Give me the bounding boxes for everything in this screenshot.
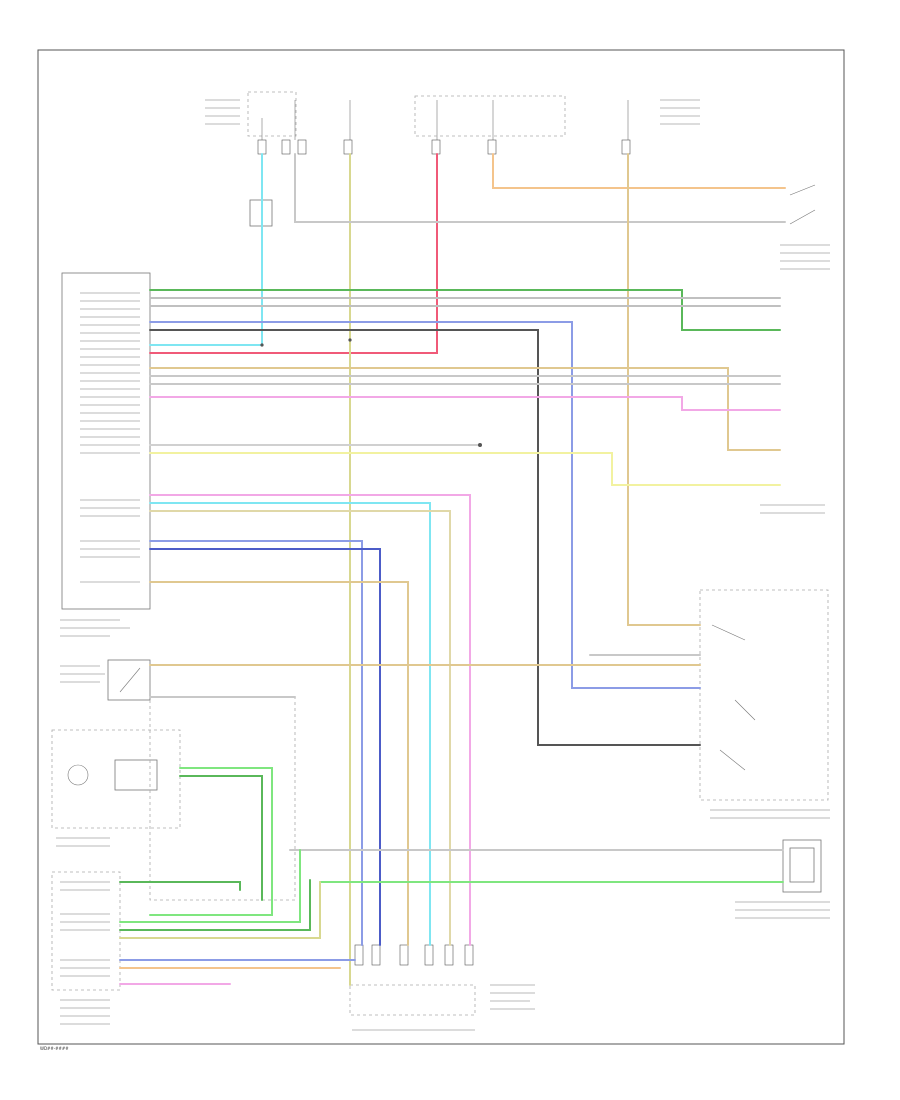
powertrain-control-module <box>60 272 151 637</box>
clutch-switch <box>60 659 151 701</box>
wire-pnk <box>149 396 781 411</box>
wire-blu-2 <box>149 540 363 946</box>
splice-dashed-area <box>149 696 296 901</box>
wire-lt-grn-cluster <box>149 767 273 916</box>
wire-blk-cluster <box>179 775 263 901</box>
wire-brn-2 <box>149 581 409 946</box>
wire-grn-bl2 <box>119 879 311 931</box>
splice-dot <box>348 338 352 342</box>
body-control-module <box>51 871 121 1025</box>
wire-tan <box>149 510 451 946</box>
wire-tan-bl <box>119 881 321 939</box>
diagram-frame <box>37 49 845 1045</box>
footer-code: WD##-#### <box>40 1046 69 1051</box>
instrument-cluster-box <box>51 729 181 847</box>
wire-gry-top <box>294 153 786 223</box>
right-switches <box>760 184 830 514</box>
wire-org-top <box>492 153 786 189</box>
wire-red <box>149 153 438 354</box>
wire-org-right <box>627 153 701 626</box>
wire-pnk-2 <box>149 494 471 946</box>
bottom-connector <box>349 944 535 1031</box>
wire-grn-bl1 <box>119 849 301 923</box>
splice-dot <box>478 443 482 447</box>
wire-blk-wht <box>149 289 781 331</box>
trans-range-switch <box>699 589 830 819</box>
cruise-unit <box>735 839 830 919</box>
wire-yel <box>149 452 781 486</box>
fuse-block-region <box>205 91 700 155</box>
wire-blu <box>149 321 701 689</box>
wire-blk-wht-bottom <box>119 881 241 891</box>
wire-dk-blu <box>149 548 381 946</box>
splice-dot <box>260 343 264 347</box>
wire-dk-gry <box>149 329 701 746</box>
wire-lt-blu <box>149 153 263 346</box>
wire-lt-blu-2 <box>149 502 431 946</box>
